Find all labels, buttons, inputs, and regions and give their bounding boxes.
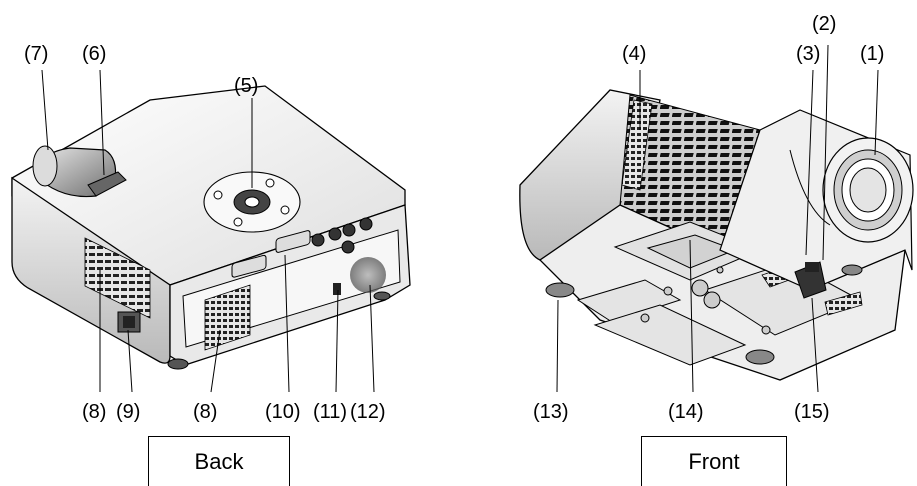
callout-4: (4): [622, 43, 647, 65]
callout-11: (11): [313, 401, 348, 423]
front-caption: Front: [688, 448, 740, 474]
callout-3: (3): [796, 43, 821, 65]
back-view-projector: [11, 85, 411, 370]
callout-13: (13): [533, 401, 569, 423]
callout-8-right: (8): [193, 401, 218, 423]
callout-7: (7): [24, 43, 49, 65]
callout-9: (9): [116, 401, 141, 423]
front-caption-box: Front: [641, 436, 787, 486]
callout-5: (5): [234, 75, 259, 97]
callout-12: (12): [350, 401, 386, 423]
back-caption-box: Back: [148, 436, 290, 486]
back-caption: Back: [194, 448, 244, 474]
callout-14: (14): [668, 401, 704, 423]
callout-8-left: (8): [82, 401, 107, 423]
callout-6: (6): [82, 43, 107, 65]
callout-10: (10): [265, 401, 301, 423]
callout-2: (2): [812, 13, 837, 35]
callout-1: (1): [860, 43, 885, 65]
callout-15: (15): [794, 401, 830, 423]
front-view-projector: [519, 89, 914, 381]
leader-lines: [41, 44, 879, 393]
